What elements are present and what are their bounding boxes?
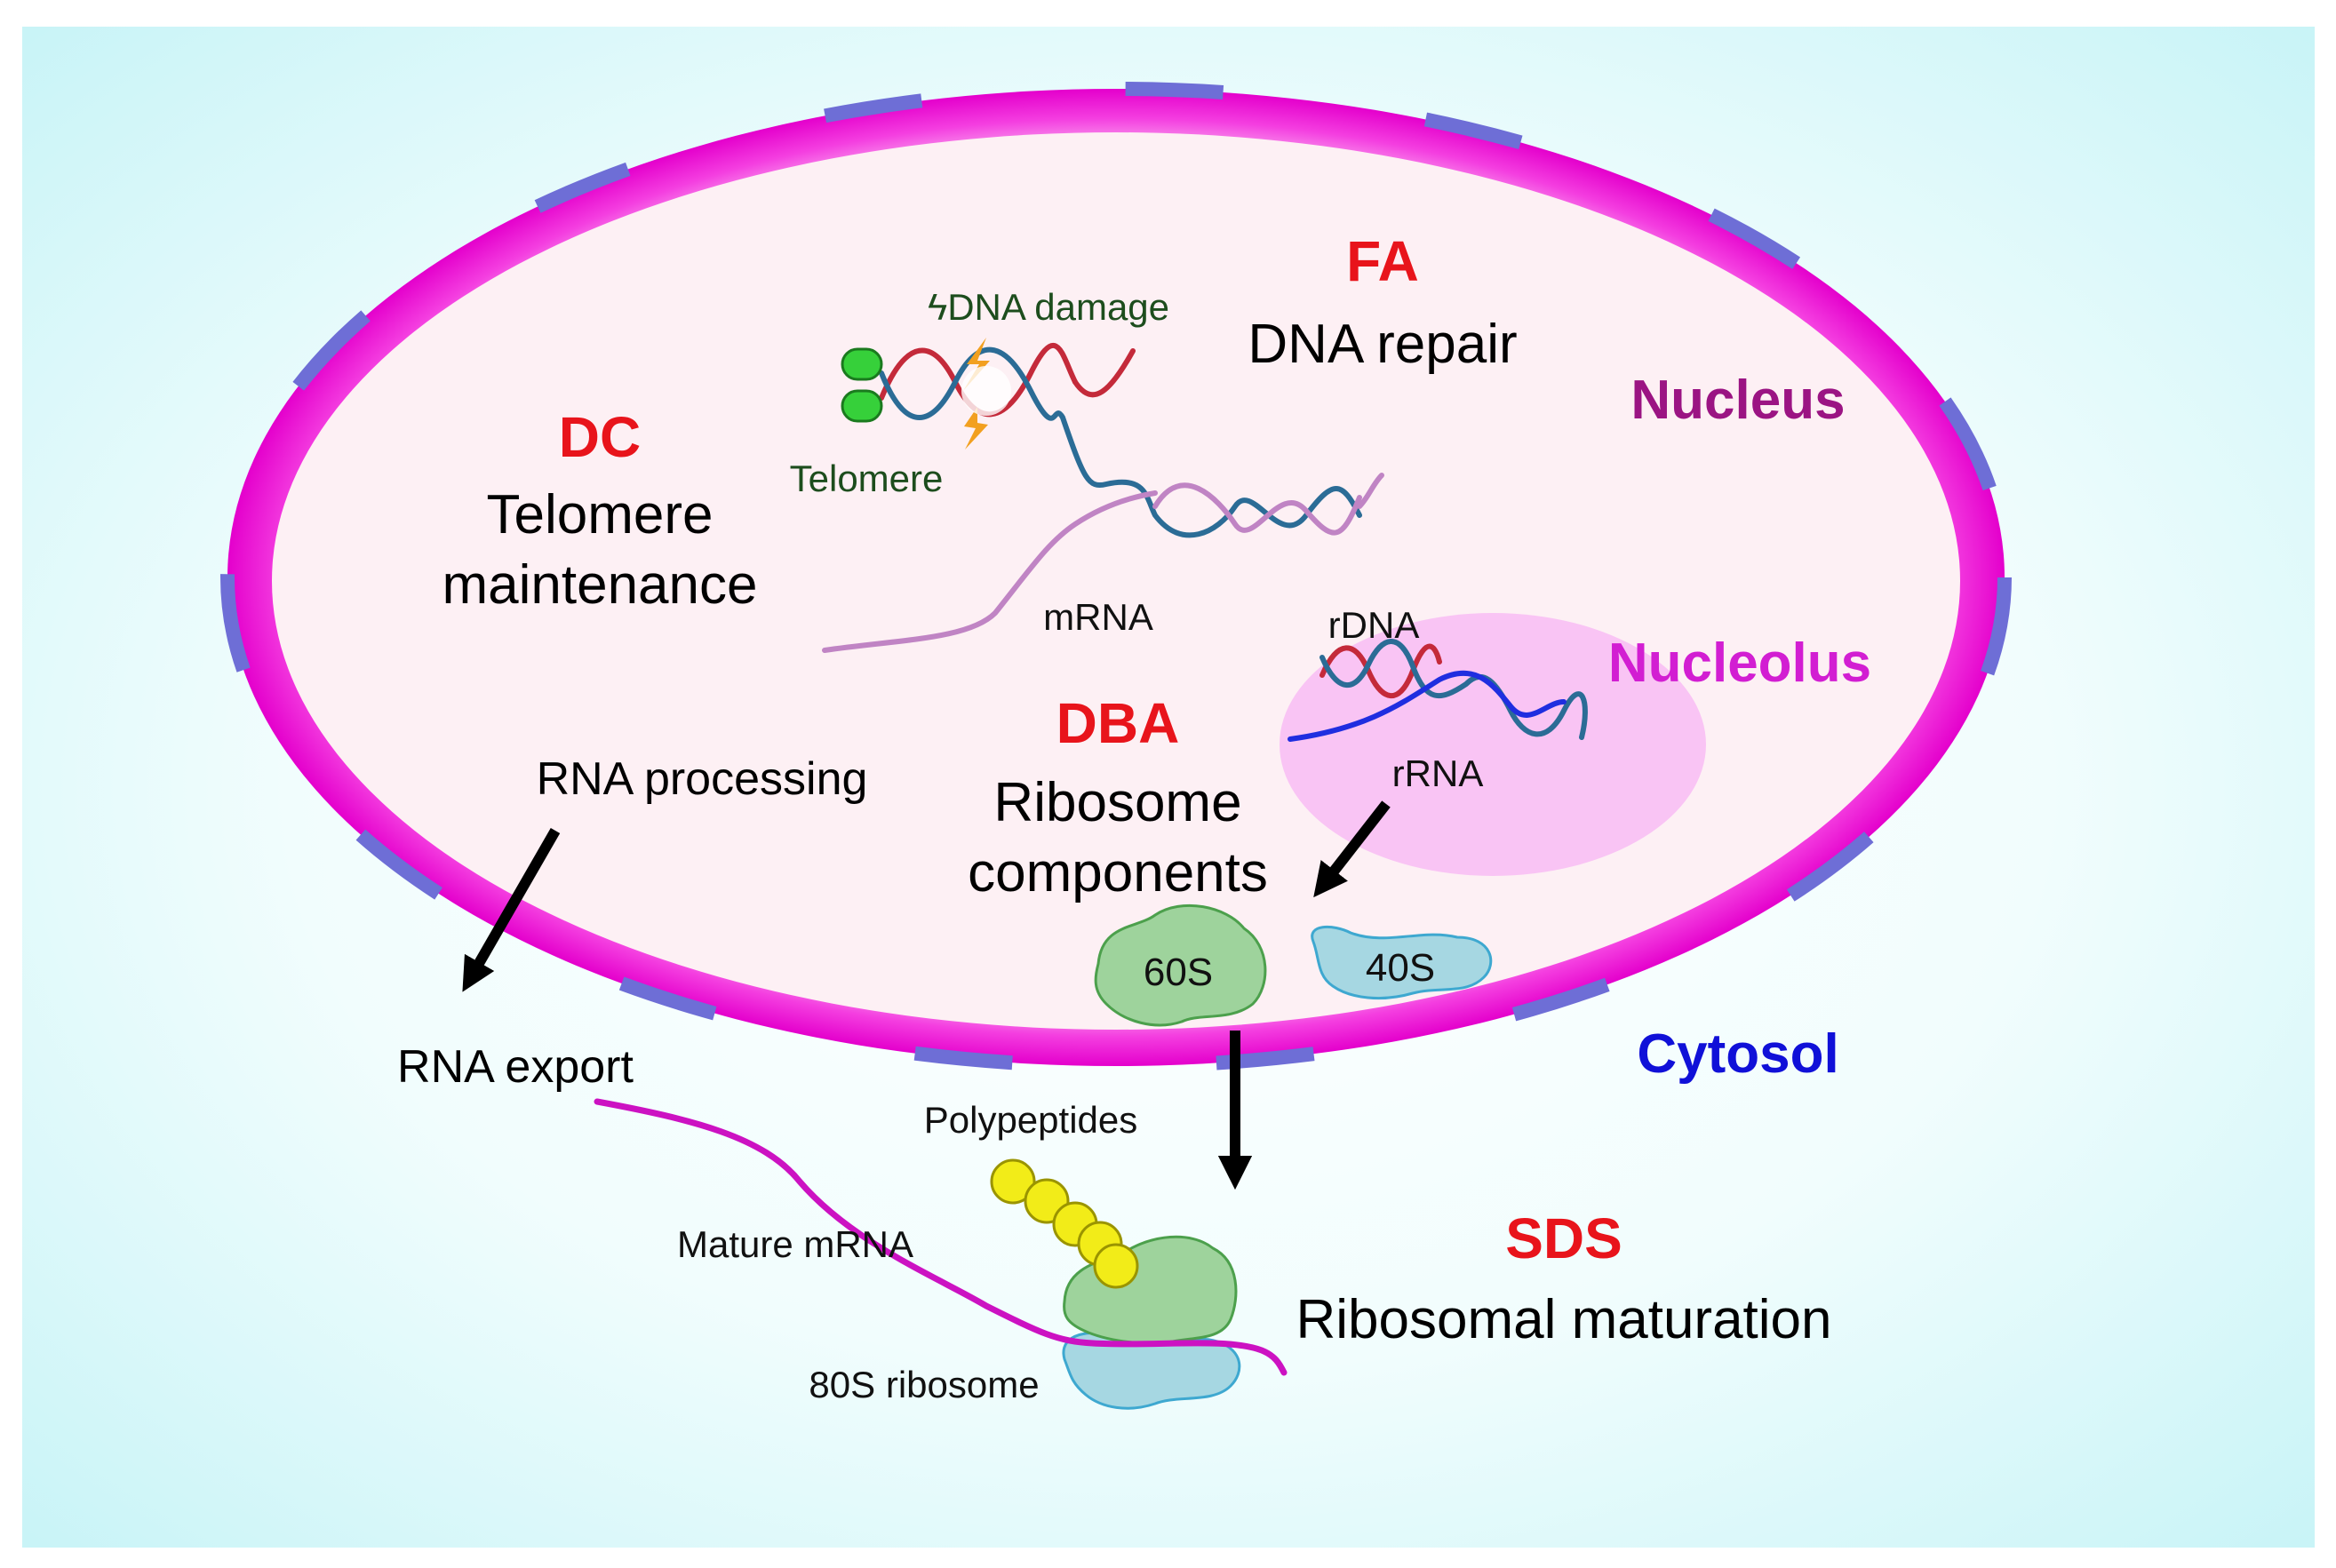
mature-mrna-strand <box>594 1098 1288 1376</box>
rdna-label: rDNA <box>1327 604 1420 646</box>
subunit-40s-shape <box>1311 925 1493 1000</box>
disease-label-dba: DBA <box>1056 691 1180 755</box>
nucleus-label: Nucleus <box>1630 370 1846 431</box>
mrna-strand <box>822 490 1158 653</box>
function-ribosome-components: Ribosome components <box>968 768 1268 909</box>
telomere-cap-icon <box>841 347 883 381</box>
function-telomere-maintenance: Telomere maintenance <box>442 480 757 621</box>
subunit-60s-label: 60S <box>1143 951 1214 994</box>
rrna-label: rRNA <box>1391 752 1484 794</box>
function-dna-repair: DNA repair <box>1248 314 1518 375</box>
damage-site <box>961 366 1011 416</box>
function-line-2: components <box>968 842 1268 904</box>
polypeptides-label: Polypeptides <box>923 1099 1138 1141</box>
telomere-cap-icon <box>841 389 883 423</box>
function-line-1: Telomere <box>486 484 714 545</box>
arrow-icon <box>1313 800 1391 898</box>
dna-damage-text: DNA damage <box>947 286 1170 328</box>
subunit-40s-label: 40S <box>1365 946 1436 990</box>
lightning-bolt-icon <box>964 407 988 450</box>
ribosome-80s-label: 80S ribosome <box>809 1364 1040 1405</box>
lightning-bolt-icon <box>963 338 990 391</box>
nucleolus-label: Nucleolus <box>1607 633 1872 694</box>
disease-label-sds: SDS <box>1505 1206 1622 1270</box>
nuclear-pores <box>220 82 2012 1073</box>
cytosol-label: Cytosol <box>1637 1023 1839 1085</box>
telomere-label: Telomere <box>789 458 944 499</box>
disease-label-fa: FA <box>1346 229 1419 293</box>
dna-damage-label: ϟDNA damage <box>928 289 1169 326</box>
rna-export-label: RNA export <box>397 1041 634 1093</box>
arrow-icon <box>462 828 561 992</box>
dna-helix-telomere <box>879 343 1384 538</box>
rdna-helix <box>1288 639 1588 742</box>
mrna-label: mRNA <box>1043 596 1153 638</box>
subunit-60s-shape <box>1094 903 1267 1027</box>
lightning-bolt-icon: ϟ <box>927 286 948 328</box>
function-line-2: maintenance <box>442 554 758 617</box>
rna-processing-label: RNA processing <box>536 753 868 805</box>
function-ribosomal-maturation: Ribosomal maturation <box>1296 1289 1832 1350</box>
disease-label-dc: DC <box>558 405 642 469</box>
mature-mrna-label: Mature mRNA <box>676 1223 914 1265</box>
polypeptide-chain <box>990 1158 1139 1289</box>
function-line-1: Ribosome <box>993 772 1242 833</box>
